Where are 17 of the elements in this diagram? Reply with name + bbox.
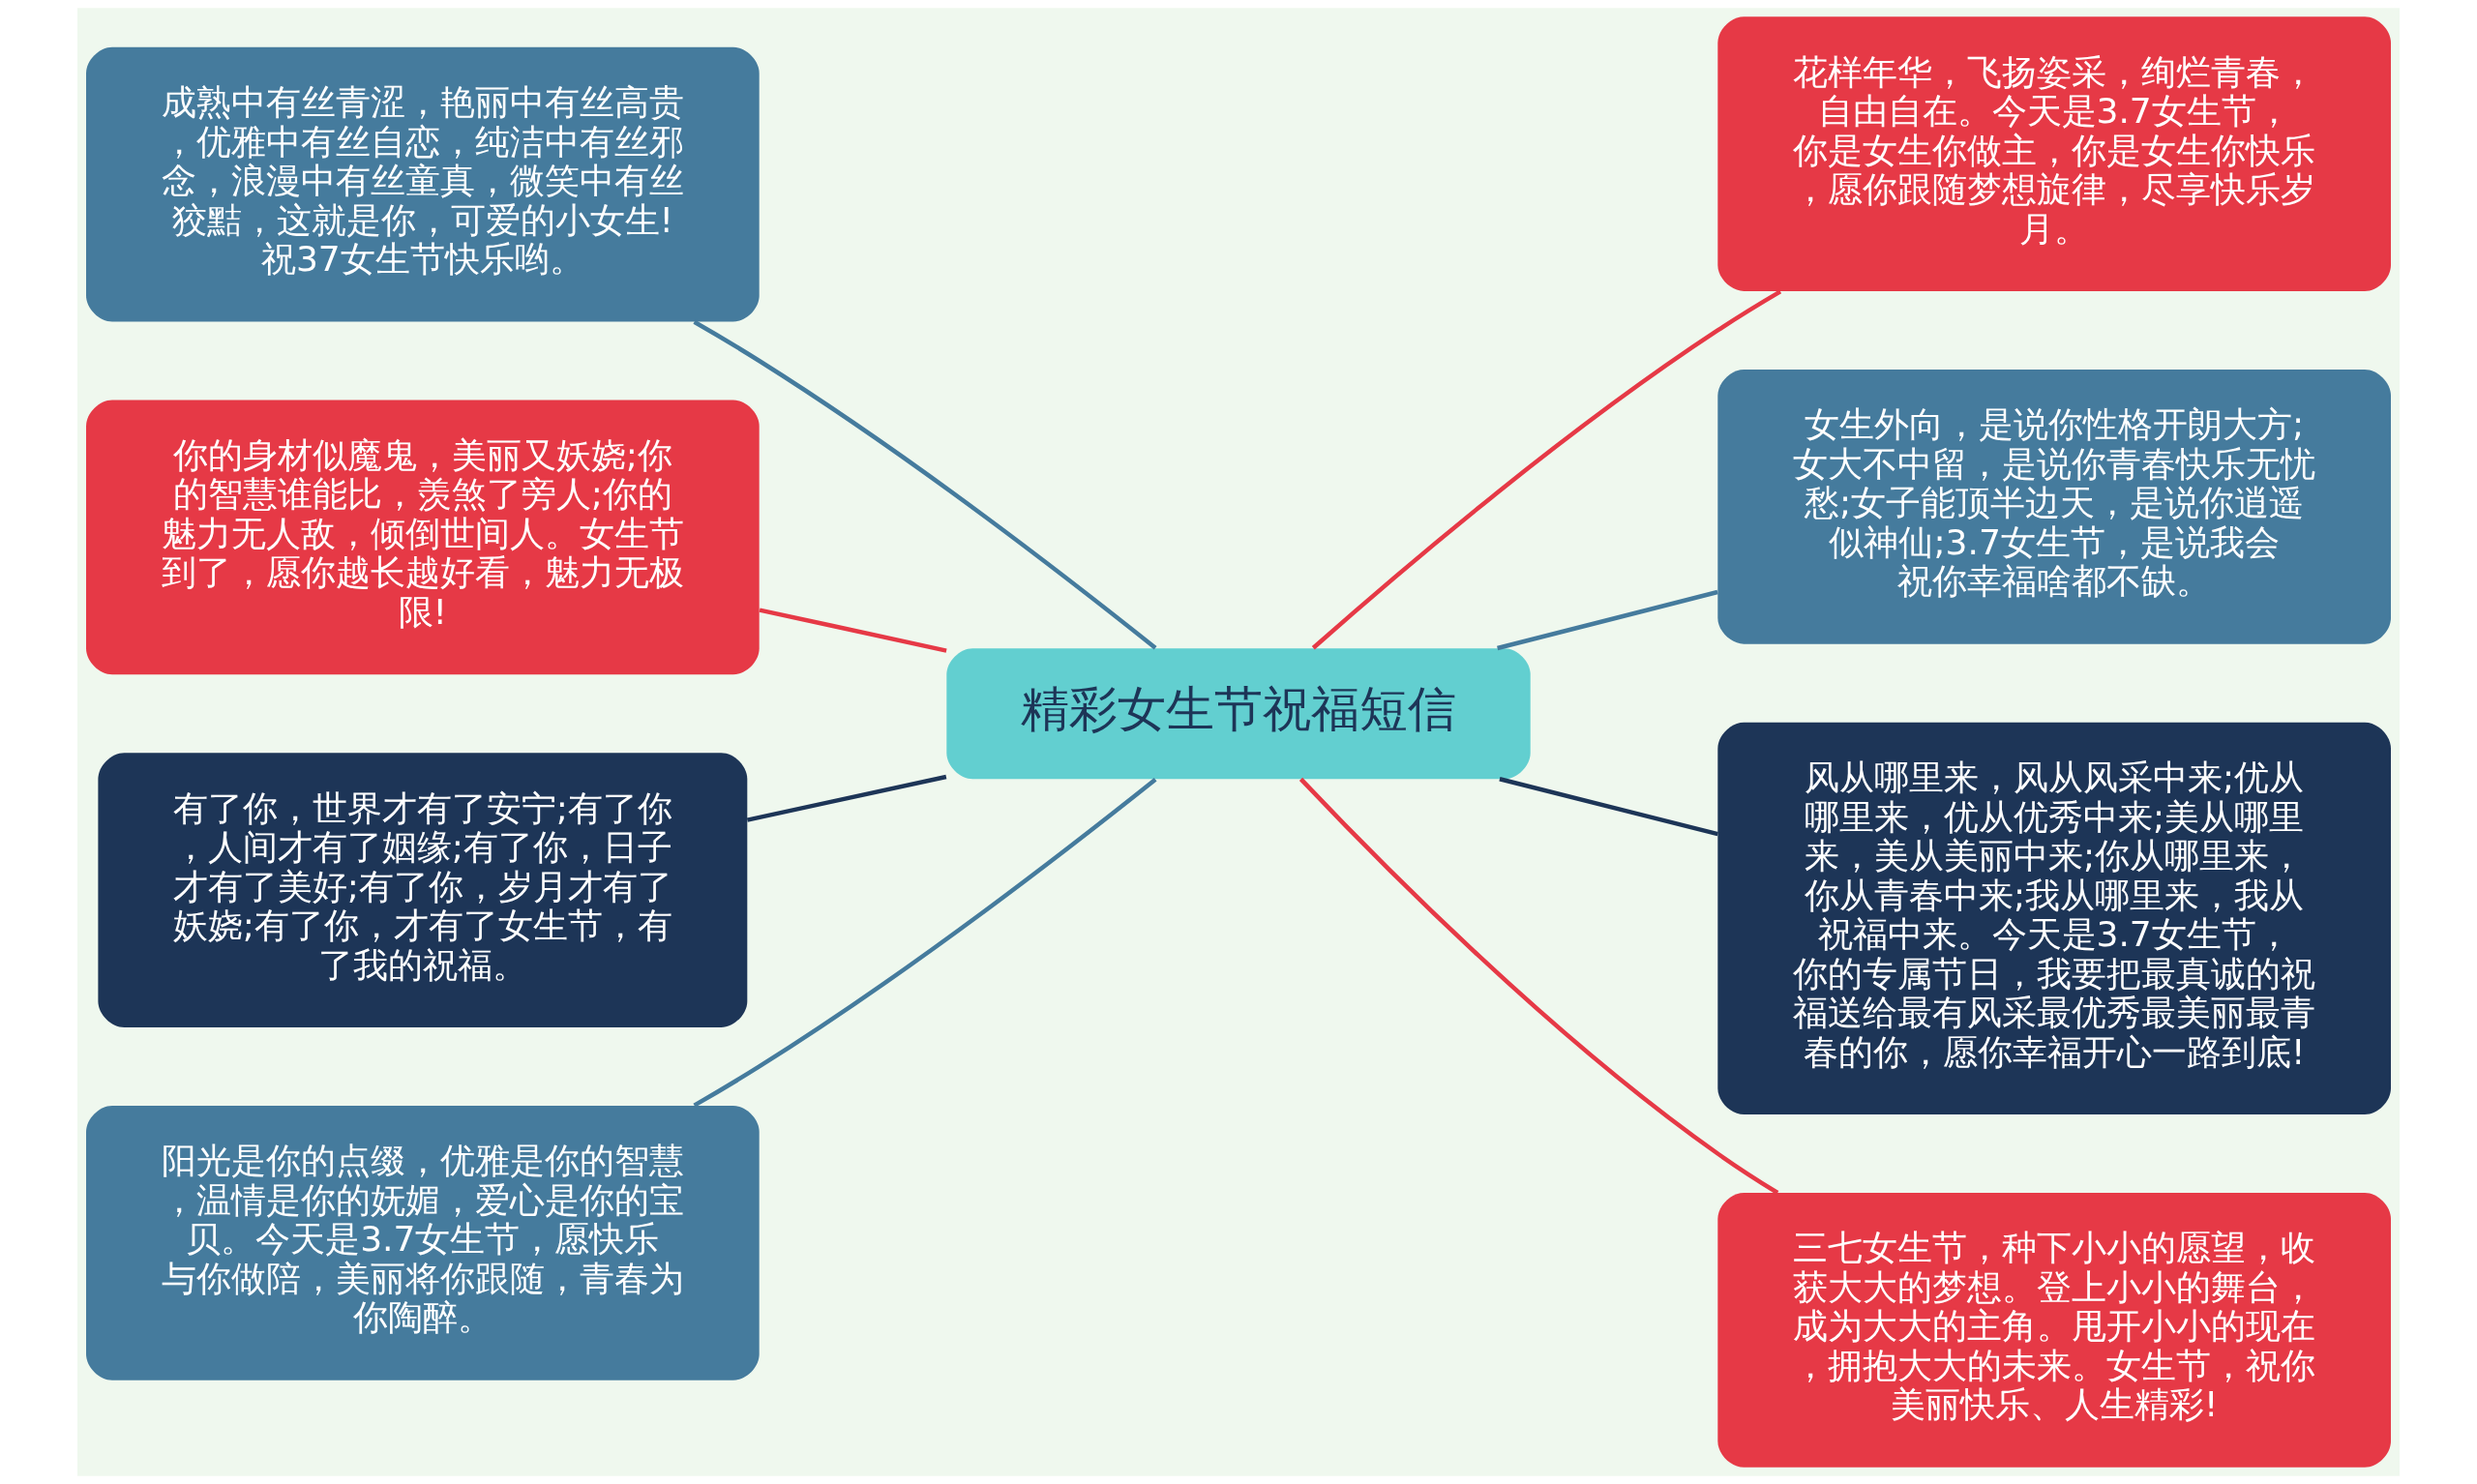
connector	[1298, 777, 1779, 1195]
node-box: 精彩女生节祝福短信	[946, 648, 1531, 780]
node-box: 你的身材似魔鬼，美丽又妖娆;你的智慧谁能比，羡煞了旁人;你的魅力无人敌，倾倒世间人。女生节到了，愿你越长越好看，魅力无极限!	[86, 400, 760, 675]
node-box: 三七女生节，种下小小的愿望，收获大大的梦想。登上小小的舞台，成为大大的主角。甩开小小的现在，拥抱大大的未来。女生节，祝你美丽快乐、人生精彩!	[1717, 1193, 2391, 1468]
connector	[746, 774, 947, 822]
node-box: 阳光是你的点缀，优雅是你的智慧，温情是你的妩媚，爱心是你的宝贝。今天是3.7女生节，愿快乐与你做陪，美丽将你跟随，青春为你陶醉。	[86, 1106, 760, 1380]
connector	[693, 319, 1157, 650]
connector	[693, 777, 1157, 1108]
node-box: 成熟中有丝青涩，艳丽中有丝高贵，优雅中有丝自恋，纯洁中有丝邪念，浪漫中有丝童真，微笑中有丝狡黠，这就是你，可爱的小女生!祝37女生节快乐哟。	[86, 46, 760, 322]
node-box: 有了你，世界才有了安宁;有了你，人间才有了姻缘;有了你，日子才有了美好;有了你，岁月才有了妖娆;有了你，才有了女生节，有了我的祝福。	[98, 753, 748, 1027]
node-box: 风从哪里来，风从风采中来;优从哪里来，优从优秀中来;美从哪里来，美从美丽中来;你从哪里来，你从青春中来;我从哪里来，我从祝福中来。今天是3.7女生节，你的专属节日，我要把最真诚的祝福送给最有风采最优秀最美丽最青春的你，愿你幸福开心一路到底!	[1717, 722, 2391, 1114]
connector	[1499, 777, 1718, 837]
node-box: 女生外向，是说你性格开朗大方;女大不中留，是说你青春快乐无忧愁;女子能顶半边天，是说你逍遥似神仙;3.7女生节，是说我会祝你幸福啥都不缺。	[1717, 370, 2391, 644]
connector	[1497, 589, 1718, 651]
connector	[759, 608, 947, 653]
node-box: 花样年华，飞扬姿采，绚烂青春，自由自在。今天是3.7女生节，你是女生你做主，你是女生你快乐，愿你跟随梦想旋律，尽享快乐岁月。	[1717, 16, 2391, 291]
connector	[1311, 289, 1782, 650]
